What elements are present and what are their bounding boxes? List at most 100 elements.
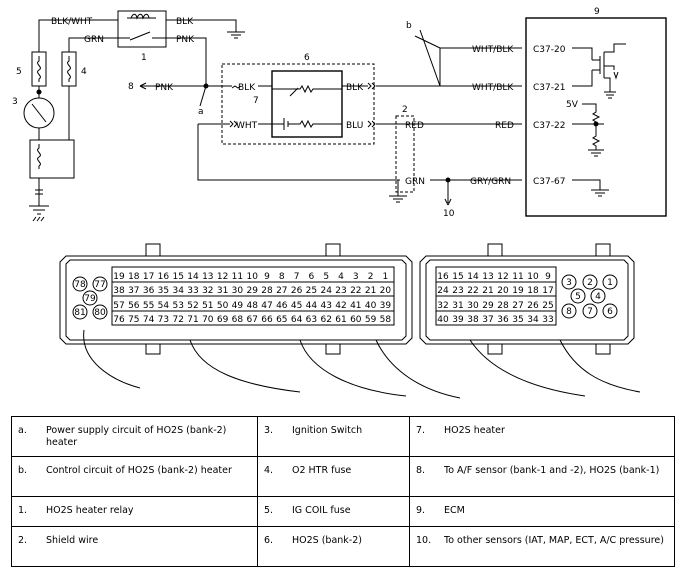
connector-pin: 11 [512,272,523,282]
connector-pin-circle-ring [602,303,618,319]
legend-key: 2. [18,535,28,546]
voltage-5v: 5V [566,100,579,110]
legend-row: b.Control circuit of HO2S (bank-2) heate… [11,456,675,497]
ho2s-bank2-outline [221,63,375,145]
legend-cell: 7.HO2S heater [409,416,675,457]
connector-pin: 52 [187,301,198,311]
terminal-c37-67: C37-67 [533,177,565,187]
ecm-driver-transistor [572,43,626,99]
legend-key: 5. [264,505,274,516]
connector-pin-circle: 81 [74,308,85,318]
connector-pin: 49 [232,301,244,311]
fuse-5-ig-coil [31,51,47,87]
connector-pin: 9 [264,272,270,282]
legend-cell: 4.O2 HTR fuse [257,456,410,497]
connector-pin: 75 [128,315,139,325]
connector-pin: 36 [143,286,155,296]
connector-pin: 21 [365,286,376,296]
connector-pin: 30 [467,301,479,311]
connector-pin: 63 [306,315,317,325]
connector-pin: 65 [276,315,287,325]
legend-description: Shield wire [46,535,99,546]
connector-pin: 70 [202,315,214,325]
connector-pin: 69 [217,315,229,325]
connector-pin: 27 [512,301,523,311]
callout-2: 2 [402,105,408,115]
connector-pin: 15 [452,272,463,282]
connector-pin-circle-ring [602,274,618,290]
connector-pin: 31 [217,286,228,296]
connector-pin: 14 [187,272,199,282]
connector-pin: 12 [217,272,228,282]
connector-pin: 16 [158,272,170,282]
connector-pin-circle-ring [82,290,98,306]
connector-pin: 47 [261,301,272,311]
wire-label-blk-out: BLK [346,83,364,93]
legend-description: HO2S heater relay [46,505,134,516]
connector-pin: 67 [246,315,257,325]
legend-cell: b.Control circuit of HO2S (bank-2) heate… [11,456,258,497]
connector-pin: 34 [172,286,184,296]
connector-pin: 26 [527,301,539,311]
connector-pin: 24 [437,286,449,296]
connector-pin: 18 [128,272,140,282]
connector-pin: 21 [482,286,493,296]
ground-symbol-relay [227,31,245,39]
connector-pin-circle-ring [92,276,108,292]
connector-pin-circle-ring [72,304,88,320]
callout-10: 10 [443,209,455,219]
connector-pin: 17 [542,286,553,296]
connector-pin: 10 [527,272,539,282]
connector-pin: 50 [217,301,229,311]
terminal-c37-20: C37-20 [533,45,566,55]
heater-resistor-icon [272,84,342,94]
callout-8: 8 [128,82,134,92]
connector-pin: 13 [202,272,213,282]
legend-cell: 9.ECM [409,496,675,527]
ground-symbol-left [29,205,49,222]
connector-pin: 8 [279,272,285,282]
wire-label-wht: WHT [236,121,258,131]
connector-pin: 29 [246,286,258,296]
wire-label-blk-relay: BLK [176,17,194,27]
legend-cell: 3.Ignition Switch [257,416,410,457]
legend-cell: 2. Shield wire [11,526,258,567]
connector-pin: 28 [497,301,509,311]
connector-pin: 24 [320,286,332,296]
connector-pin: 72 [172,315,183,325]
connector-pin: 4 [338,272,344,282]
connector-pin-circle-ring [561,274,577,290]
connector-pin: 26 [291,286,303,296]
connector-pin-circle: 2 [587,278,593,288]
connector-pin: 12 [497,272,508,282]
connector-pin: 30 [232,286,244,296]
connector-pin: 71 [187,315,198,325]
ecm-box [525,17,667,217]
callout-5: 5 [16,67,22,77]
connector-pin: 68 [232,315,244,325]
connector-pin: 62 [320,315,331,325]
connector-pin: 29 [482,301,494,311]
connector-pin: 41 [350,301,361,311]
connector-pin: 20 [497,286,509,296]
connector-pin: 54 [158,301,170,311]
legend-description: Power supply circuit of HO2S (bank-2) he… [46,425,227,448]
connector-pin: 25 [542,301,553,311]
legend-description: ECM [444,505,465,516]
legend-table: a.Power supply circuit of HO2S (bank-2) … [11,416,675,567]
connector-pin-circle-ring [92,304,108,320]
connector-pin-circle: 77 [94,280,105,290]
callout-7: 7 [253,96,259,106]
legend-description: HO2S (bank-2) [292,535,362,546]
wiring-diagram: 5 4 BLK/WHT GRN 3 1 [12,7,667,399]
connector-pin: 58 [380,315,392,325]
connector-pin-circle: 78 [74,280,86,290]
connector-pin-circle-ring [570,288,586,304]
connector-pin-circle-ring [582,303,598,319]
connector-pin: 38 [467,315,479,325]
connector-pin: 16 [437,272,449,282]
heater-relay [117,10,167,48]
connector-pin-circle: 4 [595,292,601,302]
connector-pin-circle-ring [582,274,598,290]
